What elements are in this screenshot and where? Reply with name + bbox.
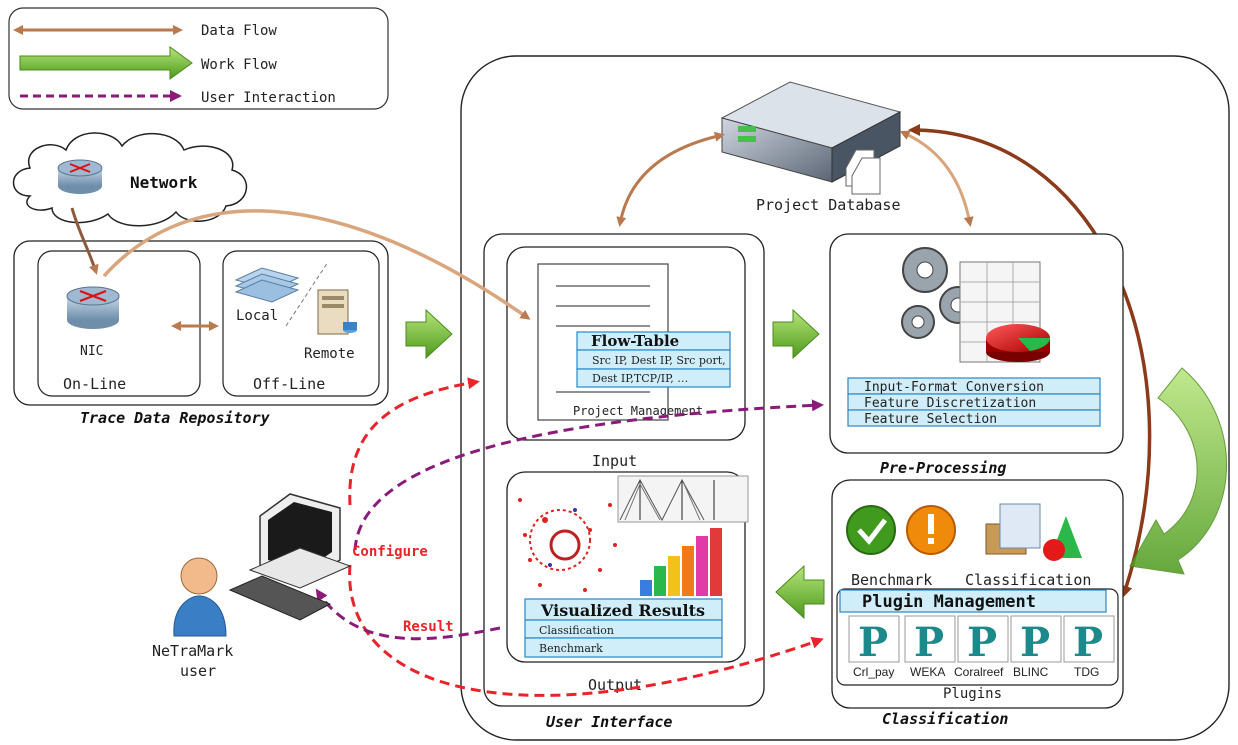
online-label: On-Line bbox=[63, 375, 126, 393]
router-icon bbox=[57, 159, 103, 194]
benchmark-label: Benchmark bbox=[851, 571, 932, 589]
flow-table-title: Flow-Table bbox=[591, 332, 679, 350]
network-to-nic-arrow bbox=[70, 207, 99, 275]
plugin-p-icon: P bbox=[914, 619, 944, 666]
work-flow-arrow-icon bbox=[19, 46, 193, 80]
db-input-arrow bbox=[616, 131, 725, 227]
network-label: Network bbox=[130, 173, 198, 192]
local-label: Local bbox=[236, 308, 278, 324]
input-to-preprocessing-arrow bbox=[772, 308, 820, 360]
warning-icon bbox=[906, 505, 956, 555]
trace-data-repository: NIC On-Line Local Remote Off-Line Trace … bbox=[13, 240, 389, 427]
nic-router-icon bbox=[66, 286, 120, 329]
preprocessing-item-0: Input-Format Conversion bbox=[864, 380, 1044, 395]
plugin-p-icon: P bbox=[967, 619, 997, 666]
flow-table: Flow-Table Src IP, Dest IP, Src port, De… bbox=[576, 331, 731, 388]
plugin-p-icon: P bbox=[1020, 619, 1050, 666]
plugin-blinc[interactable]: P bbox=[1010, 615, 1062, 666]
preprocessing-panel: Input-Format Conversion Feature Discreti… bbox=[829, 233, 1124, 454]
output-label: Output bbox=[588, 676, 642, 694]
legend-user-interaction: User Interaction bbox=[201, 90, 336, 106]
configure-label: Configure bbox=[352, 544, 428, 560]
preprocessing-to-classification-arrow bbox=[1129, 367, 1227, 575]
parallel-coordinates-icon bbox=[617, 475, 749, 523]
visualized-results-title: Visualized Results bbox=[540, 601, 705, 620]
plugin-label-crl-pay: Crl_pay bbox=[853, 665, 894, 679]
plugin-label-weka: WEKA bbox=[910, 665, 945, 679]
preprocessing-item-1: Feature Discretization bbox=[864, 396, 1036, 411]
offline-label: Off-Line bbox=[253, 375, 325, 393]
bar-chart-icon bbox=[640, 528, 722, 596]
repository-to-input-arrow bbox=[405, 308, 453, 360]
network-cloud: Network bbox=[12, 132, 248, 227]
result-label: Result bbox=[403, 619, 454, 635]
output-row-classification: Classification bbox=[539, 624, 614, 637]
legend-work-flow: Work Flow bbox=[201, 57, 277, 73]
user-interface-title: User Interface bbox=[546, 713, 672, 731]
computer-icon bbox=[228, 493, 352, 621]
visualized-results-table: Visualized Results Classification Benchm… bbox=[524, 598, 723, 658]
repository-title: Trace Data Repository bbox=[80, 409, 271, 427]
plugin-crl-pay[interactable]: P bbox=[848, 615, 900, 666]
plugin-coralreef[interactable]: P bbox=[957, 615, 1009, 666]
legend-data-flow: Data Flow bbox=[201, 23, 277, 39]
plugin-label-tdg: TDG bbox=[1074, 665, 1099, 679]
flow-table-row1: Src IP, Dest IP, Src port, bbox=[592, 354, 726, 367]
database-label: Project Database bbox=[756, 196, 901, 214]
plugins-label: Plugins bbox=[943, 686, 1002, 702]
configure-to-preprocessing-arrow bbox=[353, 399, 824, 551]
divider bbox=[285, 261, 329, 327]
user-name-line1: NeTraMark bbox=[152, 642, 233, 660]
preprocessing-item-2: Feature Selection bbox=[864, 412, 997, 427]
plugin-p-icon: P bbox=[858, 619, 888, 666]
configure-to-input-arrow bbox=[348, 377, 480, 506]
gears-icon bbox=[901, 247, 977, 339]
input-label: Input bbox=[592, 452, 637, 470]
output-panel: Visualized Results Classification Benchm… bbox=[506, 471, 749, 663]
user-avatar-icon bbox=[173, 557, 227, 637]
remote-server-icon bbox=[317, 289, 357, 335]
plugin-p-icon: P bbox=[1073, 619, 1103, 666]
local-files-icon bbox=[234, 267, 300, 303]
result-to-user-arrow bbox=[315, 588, 501, 641]
preprocessing-title: Pre-Processing bbox=[880, 459, 1006, 477]
input-panel: Flow-Table Src IP, Dest IP, Src port, De… bbox=[506, 246, 746, 441]
plugin-weka[interactable]: P bbox=[904, 615, 956, 666]
user-name-line2: user bbox=[180, 662, 216, 680]
nic-to-input-arrow bbox=[102, 209, 531, 320]
nic-label: NIC bbox=[80, 344, 103, 359]
classification-label: Classification bbox=[965, 571, 1091, 589]
project-management-label: Project Management bbox=[573, 404, 703, 418]
classification-box-icon bbox=[985, 503, 1082, 561]
flow-table-row2: Dest IP,TCP/IP, … bbox=[592, 372, 688, 385]
scatter-visualization-icon bbox=[518, 498, 617, 592]
legend: Data Flow Work Flow User Interaction bbox=[8, 7, 389, 110]
database-server-icon bbox=[720, 81, 902, 195]
plugin-label-coralreef: Coralreef bbox=[954, 665, 1004, 679]
pie-chart-icon bbox=[986, 324, 1051, 362]
plugin-label-blinc: BLINC bbox=[1013, 665, 1049, 679]
classification-title: Classification bbox=[882, 710, 1008, 728]
output-row-benchmark: Benchmark bbox=[539, 642, 603, 655]
classification-to-output-arrow bbox=[775, 564, 825, 620]
checkmark-icon bbox=[846, 505, 896, 555]
plugin-management-title: Plugin Management bbox=[862, 592, 1036, 612]
remote-label: Remote bbox=[304, 346, 355, 362]
plugin-tdg[interactable]: P bbox=[1063, 615, 1115, 666]
configure-to-classification-arrow bbox=[348, 564, 824, 697]
